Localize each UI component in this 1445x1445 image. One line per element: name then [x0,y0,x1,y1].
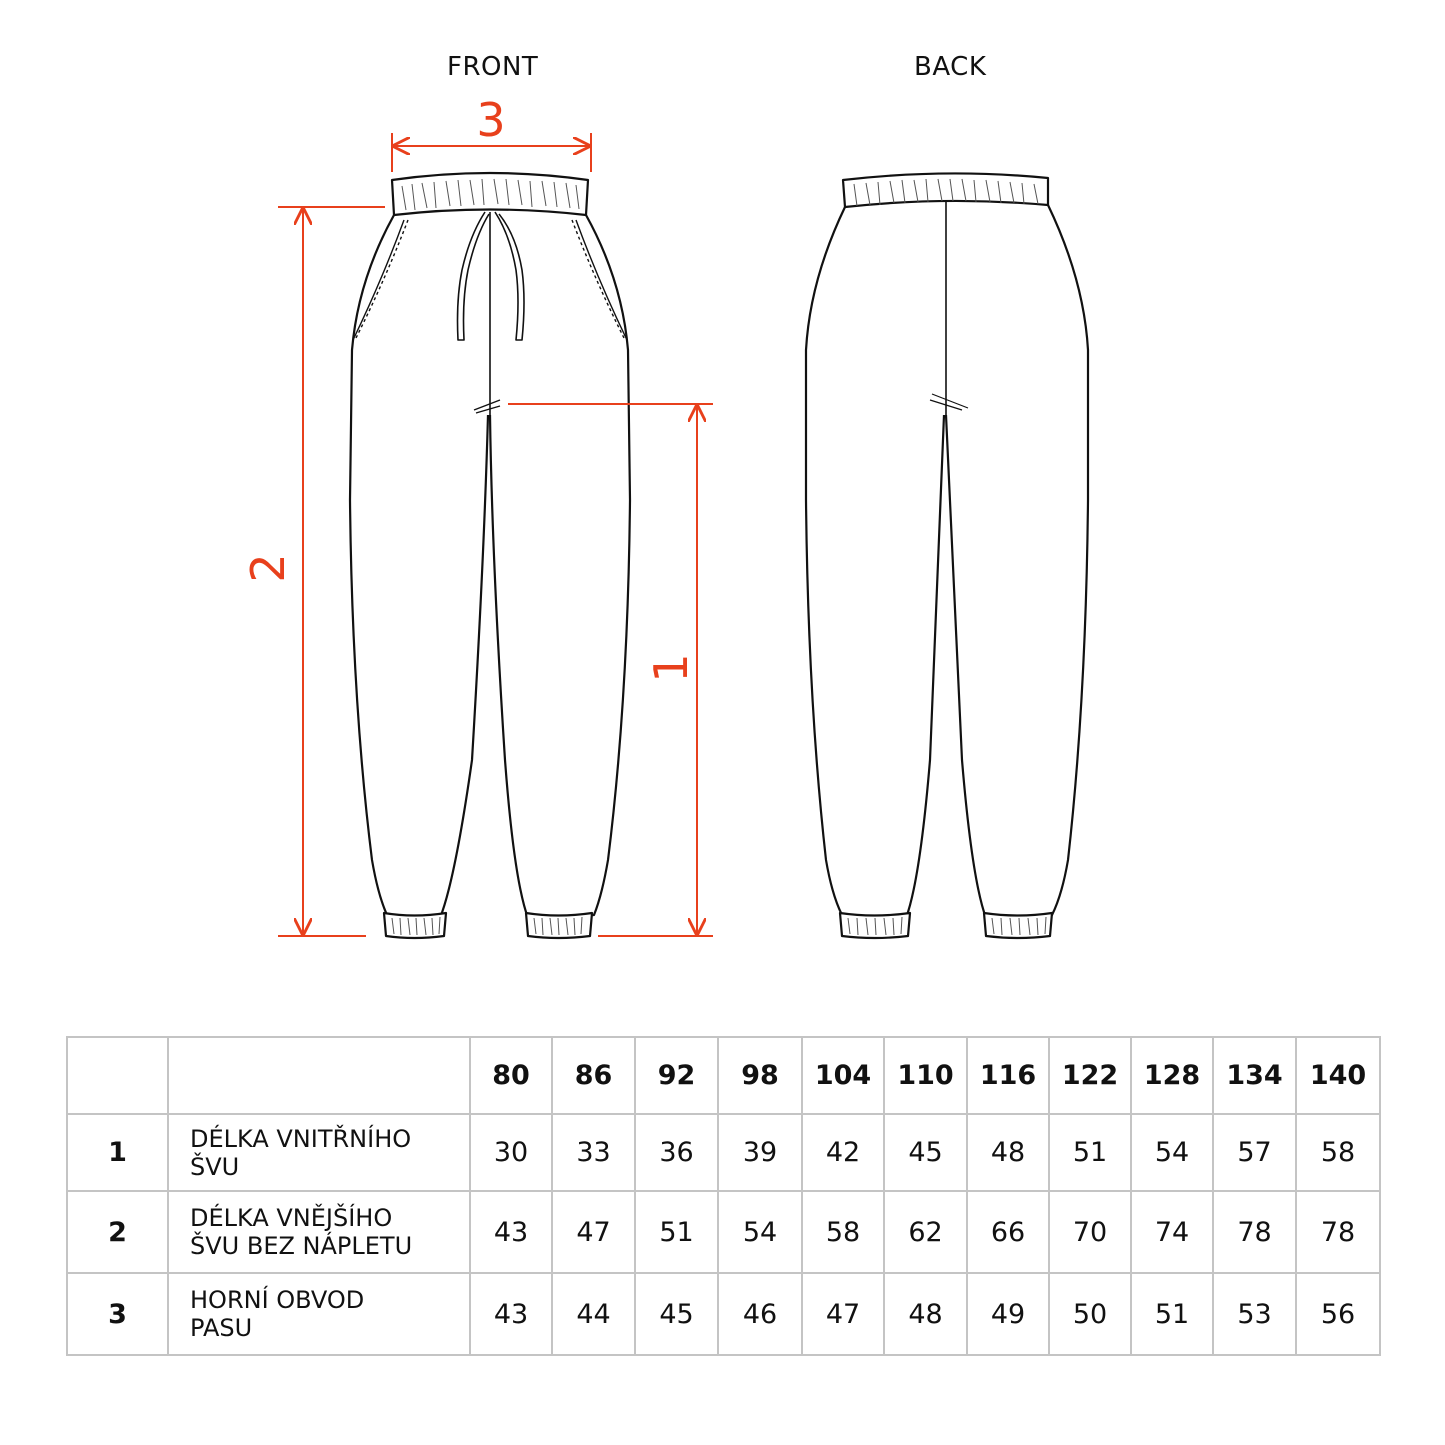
value-cell: 66 [966,1190,1050,1274]
value-cell: 39 [717,1113,803,1192]
value-cell: 30 [469,1113,553,1192]
size-header: 104 [801,1036,885,1115]
back-right-cuff [982,911,1054,940]
table-row: 2 DÉLKA VNĚJŠÍHO ŠVU BEZ NÁPLETU 43 47 5… [66,1190,1381,1274]
value-cell: 42 [801,1113,885,1192]
size-header: 128 [1130,1036,1214,1115]
back-view-label: BACK [914,52,987,82]
value-cell: 50 [1048,1272,1132,1356]
value-cell: 47 [801,1272,885,1356]
size-header: 134 [1212,1036,1297,1115]
size-chart-table: 80 86 92 98 104 110 116 122 128 134 140 … [66,1036,1381,1356]
desc-line: ŠVU [190,1152,240,1181]
value-cell: 56 [1295,1272,1381,1356]
value-cell: 44 [551,1272,636,1356]
header-empty-cell [66,1036,169,1115]
value-cell: 70 [1048,1190,1132,1274]
value-cell: 48 [883,1272,968,1356]
size-header: 98 [717,1036,803,1115]
desc-line: HORNÍ OBVOD [190,1286,365,1314]
size-header: 86 [551,1036,636,1115]
size-header: 92 [634,1036,719,1115]
front-waistband-gathers [401,178,580,211]
value-cell: 51 [1048,1113,1132,1192]
back-pants-illustration [804,172,1090,940]
marker-1-label: 1 [644,653,698,682]
measure-2-outseam [278,206,385,937]
value-cell: 54 [1130,1113,1214,1192]
front-right-pocket [571,219,625,339]
back-right-leg [944,204,1090,920]
value-cell: 53 [1212,1272,1297,1356]
size-header: 116 [966,1036,1050,1115]
size-header: 122 [1048,1036,1132,1115]
measure-1-inseam [508,403,713,937]
pants-technical-drawing: 3 2 1 [241,93,1090,940]
value-cell: 49 [966,1272,1050,1356]
header-empty-cell [167,1036,471,1115]
size-header: 140 [1295,1036,1381,1115]
value-cell: 58 [801,1190,885,1274]
marker-2-label: 2 [241,553,295,582]
value-cell: 45 [634,1272,719,1356]
front-pants-illustration [348,171,632,940]
desc-line: DÉLKA VNITŘNÍHO [190,1124,412,1153]
front-view-label: FRONT [447,52,539,82]
measure-3-waist [391,133,592,172]
value-cell: 36 [634,1113,719,1192]
front-left-pocket [355,219,409,339]
value-cell: 78 [1295,1190,1381,1274]
value-cell: 43 [469,1190,553,1274]
row-number: 1 [66,1113,169,1192]
front-left-cuff [382,911,448,940]
value-cell: 48 [966,1113,1050,1192]
table-row: 3 HORNÍ OBVOD PASU 43 44 45 46 47 48 49 … [66,1272,1381,1356]
size-header: 80 [469,1036,553,1115]
value-cell: 58 [1295,1113,1381,1192]
desc-line: PASU [190,1314,253,1342]
back-left-leg [804,206,946,920]
row-description: DÉLKA VNITŘNÍHO ŠVU [167,1113,471,1192]
front-right-leg [488,214,632,920]
value-cell: 33 [551,1113,636,1192]
value-cell: 47 [551,1190,636,1274]
desc-line: ŠVU BEZ NÁPLETU [190,1232,413,1260]
marker-3-label: 3 [476,93,505,147]
front-drawstring-left [456,211,490,341]
value-cell: 51 [634,1190,719,1274]
front-left-leg [348,214,490,920]
back-waistband-gathers [853,178,1039,207]
value-cell: 57 [1212,1113,1297,1192]
front-waistband [390,171,590,217]
size-header-row: 80 86 92 98 104 110 116 122 128 134 140 [66,1036,1381,1115]
value-cell: 74 [1130,1190,1214,1274]
row-description: DÉLKA VNĚJŠÍHO ŠVU BEZ NÁPLETU [167,1190,471,1274]
value-cell: 51 [1130,1272,1214,1356]
size-header: 110 [883,1036,968,1115]
value-cell: 78 [1212,1190,1297,1274]
value-cell: 54 [717,1190,803,1274]
value-cell: 46 [717,1272,803,1356]
value-cell: 43 [469,1272,553,1356]
row-number: 3 [66,1272,169,1356]
front-drawstring-right [494,211,525,341]
table-row: 1 DÉLKA VNITŘNÍHO ŠVU 30 33 36 39 42 45 … [66,1113,1381,1192]
row-number: 2 [66,1190,169,1274]
desc-line: DÉLKA VNĚJŠÍHO [190,1204,393,1232]
row-description: HORNÍ OBVOD PASU [167,1272,471,1356]
value-cell: 62 [883,1190,968,1274]
value-cell: 45 [883,1113,968,1192]
